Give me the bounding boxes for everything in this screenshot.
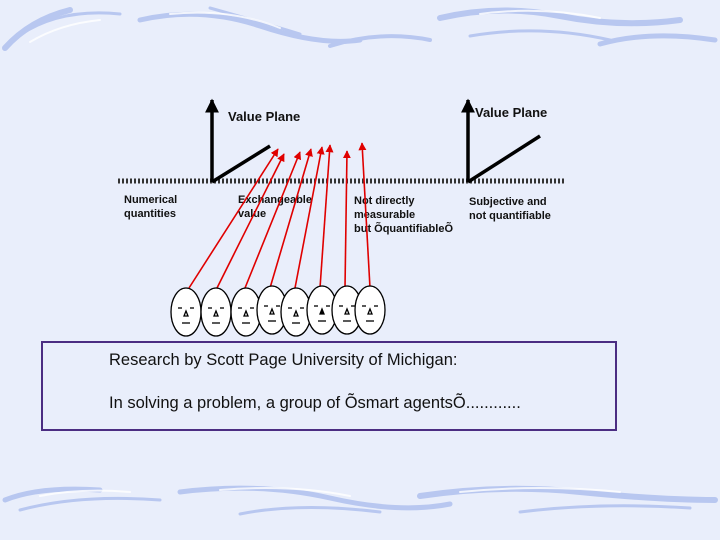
category-exchangeable: Exchangeable value [238,194,315,220]
agent-arrow [188,148,279,289]
agent-face [256,285,288,335]
agent-arrow [216,153,285,289]
agent-face [200,287,232,337]
category-subjective: Subjective and not quantifiable [469,196,551,222]
value-plane-right-label: Value Plane [475,105,547,120]
value-plane-left-axes [205,98,271,184]
agent-faces [170,285,386,337]
agent-arrow [358,142,371,289]
category-numerical: Numerical quantities [124,194,180,220]
agent-face [170,287,202,337]
agent-arrow [319,144,334,289]
value-plane-left-label: Value Plane [228,109,300,124]
decorative-brush-strokes-top [2,6,718,51]
agent-arrow [244,151,302,289]
agent-arrow [294,146,325,289]
agent-face [354,285,386,335]
research-heading: Research by Scott Page University of Mic… [109,351,458,369]
agent-arrow [269,148,313,289]
category-not-directly-measurable: Not directly measurable but Õquantifiabl… [354,195,453,235]
agent-arrows [188,142,371,289]
agent-arrow [342,150,351,289]
research-statement: In solving a problem, a group of Õsmart … [109,394,521,412]
decorative-brush-strokes-bottom [2,485,718,516]
agent-face [331,285,363,335]
research-callout-box: Research by Scott Page University of Mic… [41,341,617,431]
value-plane-right-axes [461,98,541,184]
